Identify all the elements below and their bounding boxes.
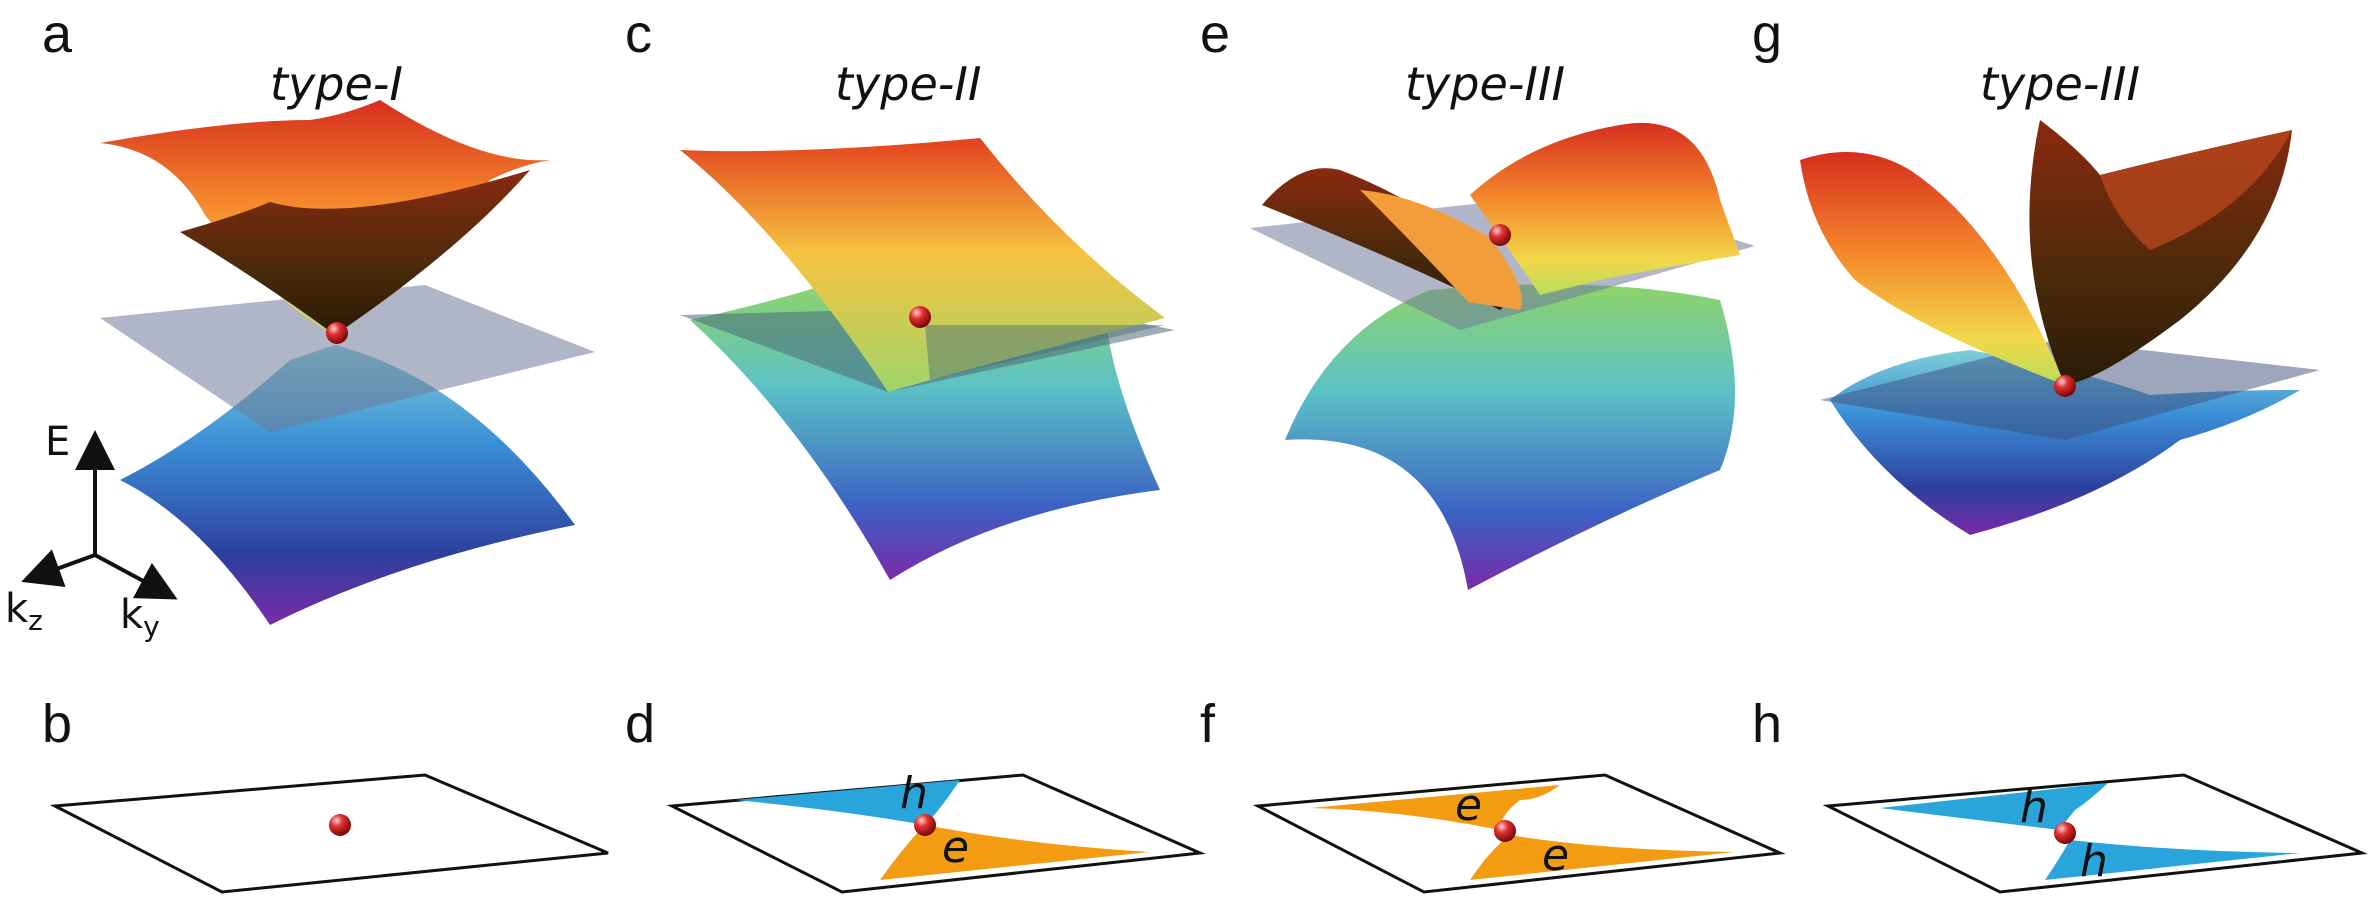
hole-pocket-lower: [2045, 840, 2300, 880]
weyl-point: [909, 306, 931, 328]
hole-pocket: [735, 780, 960, 825]
panel-h: h h h: [1752, 694, 2368, 894]
fermi-plane: [100, 285, 595, 432]
panel-e: e type-III: [1200, 4, 1755, 590]
panel-letter-b: b: [42, 694, 72, 754]
panel-letter-f: f: [1200, 694, 1216, 754]
fermi-surface-plane: [49, 773, 609, 894]
hole-pocket-upper: [1880, 783, 2108, 830]
lower-pocket-label: e: [1542, 830, 1569, 881]
upper-band-inner: [180, 170, 530, 335]
upper-pocket-label: h: [2020, 782, 2048, 833]
ky-axis-label: ky: [120, 592, 160, 643]
kz-axis-label: kz: [5, 586, 43, 637]
upper-band-left-top: [1360, 190, 1522, 310]
panel-letter-h: h: [1752, 694, 1782, 754]
electron-pocket-lower: [1470, 835, 1735, 880]
axes-indicator: E kz ky: [5, 419, 178, 643]
lower-band-surface: [1285, 284, 1735, 590]
electron-pocket: [880, 825, 1150, 880]
weyl-point: [326, 322, 348, 344]
weyl-point: [1494, 820, 1516, 842]
upper-pocket-label: h: [900, 768, 928, 819]
weyl-point: [329, 814, 351, 836]
upper-band-surface: [680, 138, 1165, 392]
panel-letter-g: g: [1752, 4, 1782, 64]
upper-pocket-label: e: [1455, 780, 1482, 831]
panel-g: g type-III: [1752, 4, 2320, 535]
upper-band-left: [1800, 152, 2065, 385]
weyl-point: [2054, 822, 2076, 844]
weyl-point: [2054, 375, 2076, 397]
panel-d: d h e: [625, 694, 1206, 894]
panel-c: c type-II: [625, 4, 1175, 580]
panel-letter-d: d: [625, 694, 655, 754]
weyl-point: [914, 814, 936, 836]
panel-letter-c: c: [625, 4, 652, 64]
lower-pocket-label: e: [942, 822, 969, 873]
weyl-point: [1489, 224, 1511, 246]
upper-band-fold: [925, 325, 1165, 380]
electron-pocket-upper: [1310, 785, 1560, 830]
lower-band-surface: [120, 345, 575, 625]
upper-band-right-front: [2100, 130, 2292, 250]
panel-letter-e: e: [1200, 4, 1230, 64]
panel-letter-a: a: [42, 4, 73, 64]
panel-g-title: type-III: [1980, 57, 2140, 111]
panel-b: b: [42, 694, 609, 894]
panel-c-title: type-II: [835, 57, 982, 111]
energy-axis-label: E: [45, 419, 70, 465]
panel-e-title: type-III: [1405, 57, 1565, 111]
upper-band-right: [1470, 122, 1740, 295]
panel-f: f e e: [1200, 694, 1786, 894]
panel-a: a type-I: [42, 4, 595, 625]
lower-pocket-label: h: [2080, 836, 2108, 887]
